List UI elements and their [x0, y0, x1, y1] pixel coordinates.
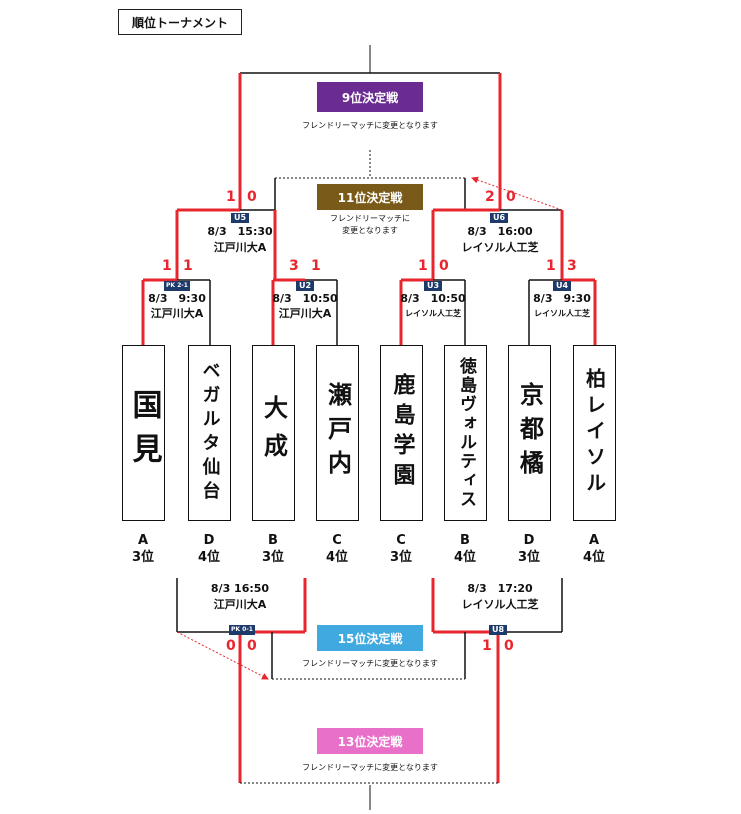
team-seed: D 4位 [179, 532, 239, 566]
u5-score-left: 1 [226, 189, 236, 205]
u7-venue: 江戸川大A [213, 598, 267, 611]
team-rank: 3位 [261, 550, 285, 565]
u3-score-left: 1 [418, 258, 428, 274]
team-box-setouchi: 瀬戸内 [316, 345, 359, 521]
u4-venue: レイソル人工芝 [534, 309, 590, 318]
u1-venue: 江戸川大A [150, 307, 204, 320]
team-group: A [588, 533, 600, 548]
u4-score-right: 3 [567, 258, 577, 274]
team-box-vegalta: ベガルタ仙台 [188, 345, 231, 521]
place15-label: 15位決定戦 [317, 625, 423, 651]
u7-tag: PK 0-1 [229, 625, 255, 635]
u8-tag: U8 [489, 625, 507, 635]
team-group: D [523, 533, 535, 548]
team-name: ベガルタ仙台 [199, 361, 221, 505]
team-box-tokushima: 徳島ヴォルティス [444, 345, 487, 521]
team-name: 京都橘 [515, 382, 544, 484]
u2-score-left: 3 [289, 258, 299, 274]
team-rank: 3位 [131, 550, 155, 565]
team-name: 徳島ヴォルティス [456, 357, 476, 509]
u8-venue: レイソル人工芝 [461, 598, 539, 611]
team-box-taisei: 大成 [252, 345, 295, 521]
u1-tag: PK 2-1 [164, 281, 190, 291]
u3-venue: レイソル人工芝 [405, 309, 461, 318]
place11-label: 11位決定戦 [317, 184, 423, 210]
u4-score-left: 1 [546, 258, 556, 274]
u8-score-left: 1 [482, 638, 492, 654]
team-group: B [268, 533, 278, 548]
place9-note: フレンドリーマッチに変更となります [302, 121, 438, 130]
u2-score-right: 1 [311, 258, 321, 274]
u5-score-right: 0 [247, 189, 257, 205]
team-name: 鹿島学園 [389, 373, 415, 493]
u4-tag: U4 [553, 281, 571, 291]
u3-date-time: 8/3 10:50 [400, 292, 466, 305]
team-rank: 4位 [325, 550, 349, 565]
u1-score-right: 1 [183, 258, 193, 274]
u3-score-right: 0 [439, 258, 449, 274]
team-name: 大成 [259, 395, 288, 471]
team-box-kunimi: 国見 [122, 345, 165, 521]
team-box-kashiwa: 柏レイソル [573, 345, 616, 521]
u8-score-right: 0 [504, 638, 514, 654]
u7-score-right: 0 [247, 638, 257, 654]
team-seed: B 4位 [435, 532, 495, 566]
team-seed: C 3位 [371, 532, 431, 566]
u5-tag: U5 [231, 213, 249, 223]
place13-note: フレンドリーマッチに変更となります [302, 763, 438, 772]
u2-tag: U2 [296, 281, 314, 291]
team-group: D [203, 533, 215, 548]
team-rank: 3位 [517, 550, 541, 565]
u6-score-right: 0 [506, 189, 516, 205]
place11-note-line1: フレンドリーマッチに [330, 214, 410, 223]
u1-score-left: 1 [162, 258, 172, 274]
place11-note-line2: 変更となります [342, 226, 398, 235]
u8-date-time: 8/3 17:20 [467, 582, 533, 595]
team-seed: A 4位 [564, 532, 624, 566]
u5-venue: 江戸川大A [213, 241, 267, 254]
u2-date-time: 8/3 10:50 [272, 292, 338, 305]
team-rank: 4位 [453, 550, 477, 565]
place15-note: フレンドリーマッチに変更となります [302, 659, 438, 668]
team-group: C [396, 533, 406, 548]
team-group: C [332, 533, 342, 548]
team-rank: 3位 [389, 550, 413, 565]
place9-label: 9位決定戦 [317, 82, 423, 112]
u6-score-left: 2 [485, 189, 495, 205]
u6-date-time: 8/3 16:00 [467, 225, 533, 238]
team-name: 柏レイソル [582, 368, 607, 498]
u7-score-left: 0 [226, 638, 236, 654]
team-name: 瀬戸内 [323, 382, 352, 484]
u6-venue: レイソル人工芝 [461, 241, 539, 254]
team-rank: 4位 [197, 550, 221, 565]
u1-date-time: 8/3 9:30 [148, 292, 206, 305]
team-box-kyoto: 京都橘 [508, 345, 551, 521]
team-group: B [460, 533, 470, 548]
team-seed: C 4位 [307, 532, 367, 566]
u3-tag: U3 [424, 281, 442, 291]
team-rank: 4位 [582, 550, 606, 565]
team-seed: B 3位 [243, 532, 303, 566]
place13-label: 13位決定戦 [317, 728, 423, 754]
u7-date-time: 8/3 16:50 [210, 582, 270, 595]
u6-tag: U6 [490, 213, 508, 223]
u5-date-time: 8/3 15:30 [207, 225, 273, 238]
team-group: A [137, 533, 149, 548]
u4-date-time: 8/3 9:30 [533, 292, 591, 305]
page-title: 順位トーナメント [118, 9, 242, 35]
team-box-kashima: 鹿島学園 [380, 345, 423, 521]
u2-venue: 江戸川大A [278, 307, 332, 320]
team-seed: A 3位 [113, 532, 173, 566]
team-name: 国見 [126, 389, 162, 477]
team-seed: D 3位 [499, 532, 559, 566]
